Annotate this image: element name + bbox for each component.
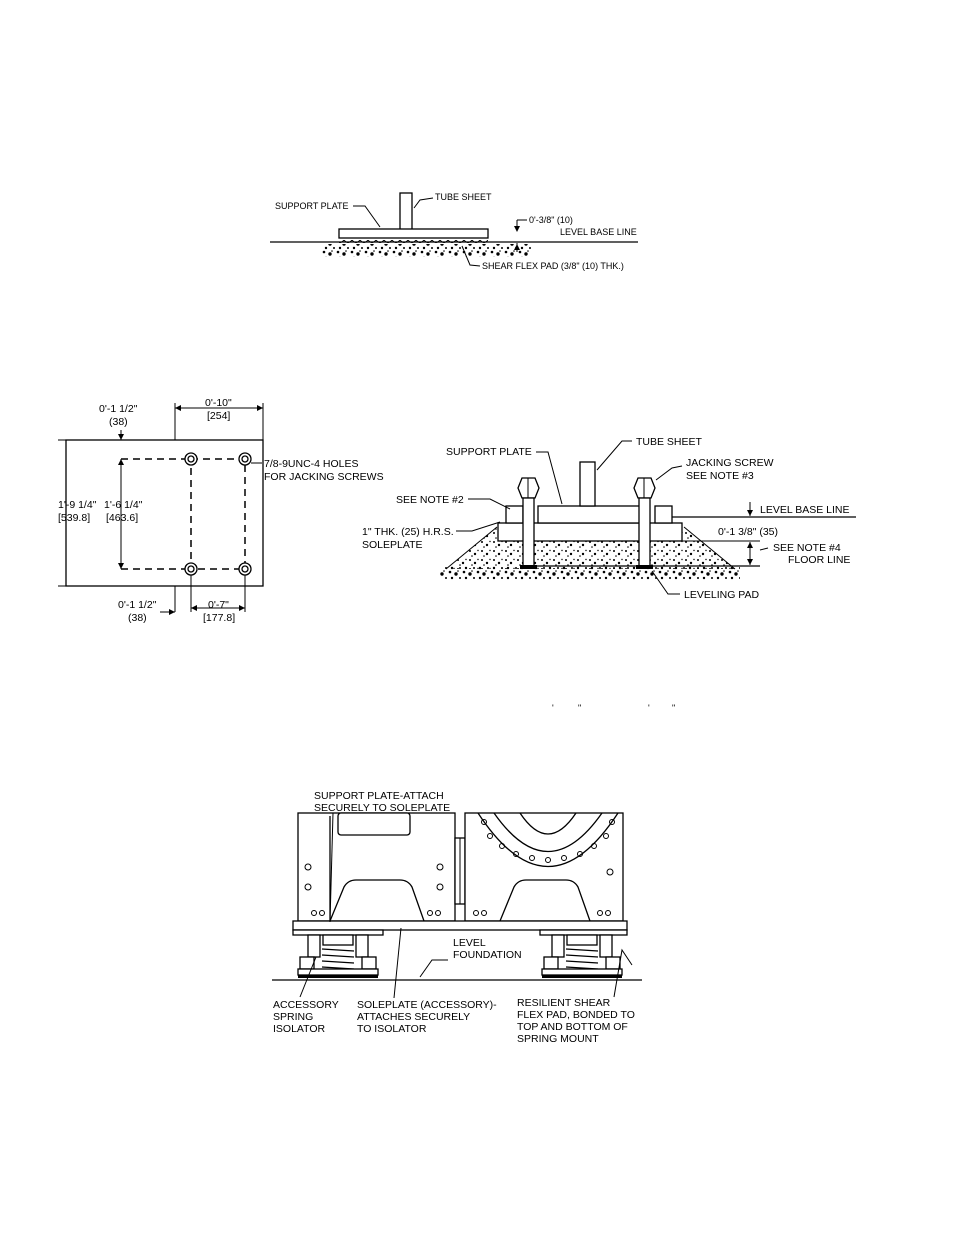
jacking-screw-left [517, 477, 540, 569]
label-support-plate-attach-2: SECURELY TO SOLEPLATE [314, 802, 450, 814]
floor-gravel [440, 566, 740, 580]
label-level: LEVEL [453, 937, 486, 949]
label-soleplate-isolator: TO ISOLATOR [357, 1023, 427, 1035]
label-see-note-2: SEE NOTE #2 [396, 494, 464, 506]
label-top-left-dim: 0'-1 1/2" [99, 403, 138, 415]
label-hole-width-dim-mm: [177.8] [203, 612, 235, 624]
tube-sheet-shape [399, 192, 413, 231]
soleplate-accessory-shape [292, 920, 628, 931]
hole-pattern [190, 458, 246, 570]
svg-text:": " [578, 703, 581, 713]
stray-marks: ' " ' " [552, 703, 675, 713]
label-width-dim-mm: [254] [207, 410, 230, 422]
ground-gravel [322, 244, 532, 257]
label-holes-purpose: FOR JACKING SCREWS [264, 471, 384, 483]
figure-1-tube-sheet-support: SUPPORT PLATE TUBE SHEET 0'-3/8" (10) LE… [270, 192, 638, 271]
label-height-dim-mm: [539.8] [58, 512, 90, 524]
label-shear-flex-pad: SHEAR FLEX PAD (3/8" (10) THK.) [482, 261, 624, 271]
label-soleplate-accessory: SOLEPLATE (ACCESSORY)- [357, 999, 497, 1011]
label-hole-width-dim: 0'-7" [208, 599, 229, 611]
label-hole-height-dim-mm: [463.6] [106, 512, 138, 524]
label-level-base-line: LEVEL BASE LINE [560, 227, 637, 237]
label-top-bottom: TOP AND BOTTOM OF [517, 1021, 628, 1033]
label-width-dim: 0'-10" [205, 397, 232, 409]
label-accessory: ACCESSORY [273, 999, 339, 1011]
tube-sheet-shape-section [579, 461, 596, 507]
label-height-dim: 1'-9 1/4" [58, 499, 97, 511]
label-dimension-3-8: 0'-3/8" (10) [529, 215, 573, 225]
label-tube-sheet-section: TUBE SHEET [636, 436, 703, 448]
svg-text:': ' [552, 703, 554, 713]
label-spring-mount: SPRING MOUNT [517, 1033, 599, 1045]
label-tube-sheet: TUBE SHEET [435, 192, 492, 202]
svg-text:": " [672, 703, 675, 713]
label-support-plate-attach: SUPPORT PLATE-ATTACH [314, 790, 444, 802]
label-bottom-left-dim: 0'-1 1/2" [118, 599, 157, 611]
svg-text:': ' [648, 703, 650, 713]
label-foundation: FOUNDATION [453, 949, 522, 961]
label-dimension-1-3-8: 0'-1 3/8" (35) [718, 526, 778, 538]
label-support-plate: SUPPORT PLATE [275, 201, 349, 211]
soleplate-outline [65, 439, 264, 587]
label-top-left-dim-mm: (38) [109, 416, 128, 428]
label-see-note-4: SEE NOTE #4 [773, 542, 841, 554]
label-hole-height-dim: 1'-6 1/4" [104, 499, 143, 511]
jacking-screw-right [633, 477, 656, 569]
label-floor-line: FLOOR LINE [788, 554, 850, 566]
label-level-base-line-section: LEVEL BASE LINE [760, 504, 850, 516]
label-support-plate-section: SUPPORT PLATE [446, 446, 532, 458]
shear-flex-pad-shape [339, 238, 488, 243]
figure-3-soleplate-section: SUPPORT PLATE TUBE SHEET JACKING SCREW S… [362, 436, 856, 601]
label-isolator: ISOLATOR [273, 1023, 326, 1035]
label-flex-pad: FLEX PAD, BONDED TO [517, 1009, 635, 1021]
label-spring: SPRING [273, 1011, 313, 1023]
label-soleplate-thickness: 1" THK. (25) H.R.S. [362, 526, 454, 538]
label-holes: 7/8-9UNC-4 HOLES [264, 458, 359, 470]
support-plate-shape-section [537, 505, 642, 524]
figure-2-soleplate-plan: 0'-1 1/2" (38) 0'-10" [254] 7/8-9UNC-4 H… [58, 397, 384, 624]
spring-isolator-left [297, 934, 379, 978]
spring-isolator-right [541, 934, 623, 978]
label-soleplate: SOLEPLATE [362, 539, 423, 551]
figure-4-spring-isolator: SUPPORT PLATE-ATTACH SECURELY TO SOLEPLA… [272, 790, 642, 1045]
label-soleplate-attaches: ATTACHES SECURELY [357, 1011, 470, 1023]
label-leveling-pad: LEVELING PAD [684, 589, 760, 601]
label-bottom-left-dim-mm: (38) [128, 612, 147, 624]
label-resilient-shear: RESILIENT SHEAR [517, 997, 611, 1009]
support-plate-shape [338, 228, 489, 239]
label-jacking-screw: JACKING SCREW [686, 457, 774, 469]
label-jacking-screw-note: SEE NOTE #3 [686, 470, 754, 482]
